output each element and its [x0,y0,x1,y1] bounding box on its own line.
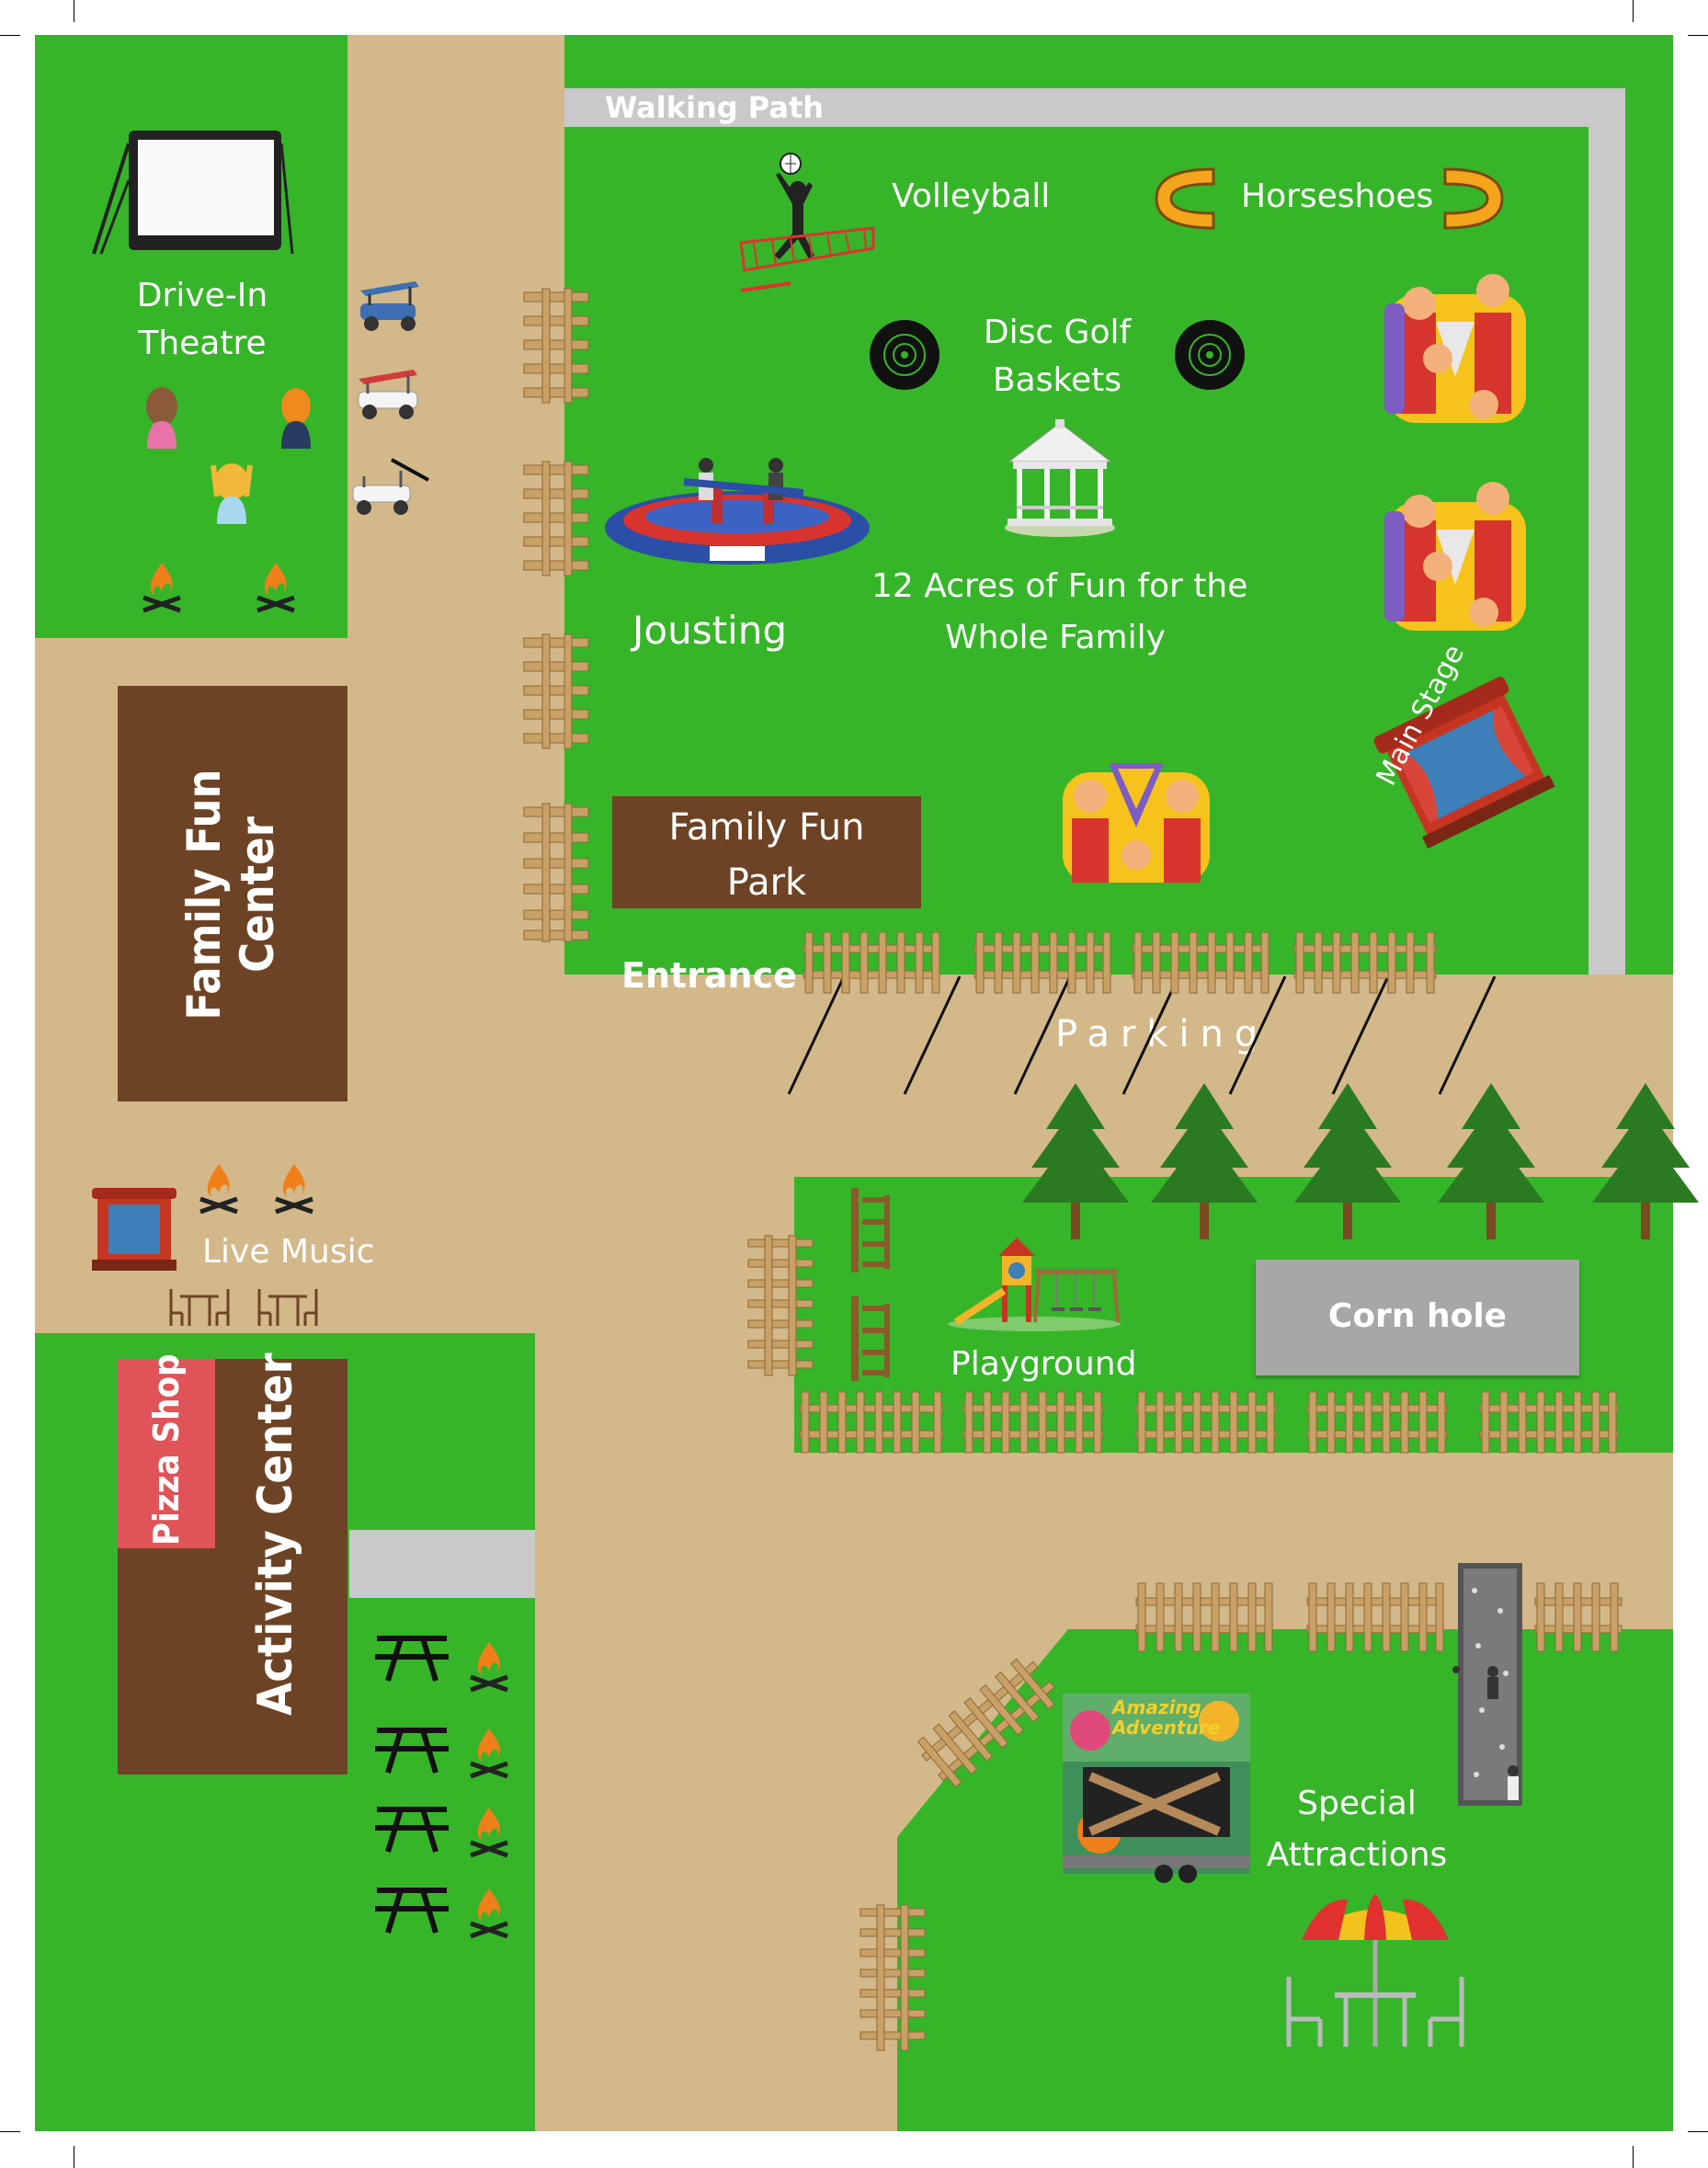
volleyball-icon [739,153,875,292]
pine-tree-icon [1151,1083,1258,1239]
fence-icon [860,1904,926,2051]
horseshoes-label: Horseshoes [1241,177,1434,215]
horseshoe-icon [1443,167,1504,230]
stage-icon [1373,677,1555,849]
pine-tree-icon [1592,1083,1699,1239]
pine-tree-icon [1022,1083,1129,1239]
climbing-wall-icon [1452,1563,1522,1806]
picnic-table-icon [375,1728,449,1774]
crop-mark [0,2131,20,2132]
playground-icon [948,1238,1121,1331]
family-fun-center-building [118,686,347,1101]
entrance-label: Entrance [621,955,797,996]
campfire-icon [470,1888,508,1939]
crop-mark [1688,2131,1708,2132]
fence-icon [799,1391,1619,1454]
stage-icon [92,1188,176,1271]
bench-icon [851,1188,890,1272]
trailer-sign: Amazing Adventure [1112,1696,1221,1739]
fence-icon [917,1658,1055,1788]
picnic-table-icon [375,1888,449,1934]
crop-mark [1688,35,1708,36]
campfire-icon [256,563,295,613]
campfire-icon [142,563,181,613]
campfire-icon [470,1642,508,1693]
horseshoe-icon [1155,167,1215,230]
tagline-label: 12 Acres of Fun for the Whole Family [871,567,1248,656]
disc-golf-basket-icon [1175,320,1245,390]
walking-path [564,88,1625,127]
family-fun-park-label: Family Fun Park [668,806,865,904]
special-attractions-label: Special Attractions [1266,1785,1448,1874]
person-icon [211,463,253,524]
corn-hole-court [1256,1260,1579,1375]
fence-icon [523,288,589,404]
jousting-label: Jousting [632,608,787,653]
pizza-shop-building [118,1359,215,1548]
fence-icon [523,633,589,749]
disc-golf-basket-icon [870,320,939,390]
person-icon [281,388,311,449]
picnic-table-icon [375,1807,449,1853]
disc-golf-label: Disc Golf Baskets [983,314,1132,399]
crop-mark [0,35,20,36]
cafe-table-icon [257,1289,318,1326]
golf-cart-icon [352,458,429,515]
pine-tree-icon [1438,1083,1544,1239]
walkway [349,1530,535,1598]
live-music-label: Live Music [202,1233,375,1271]
walking-path-label: Walking Path [605,90,825,125]
campfire-icon [470,1729,508,1779]
umbrella-table-icon [1286,1894,1464,2047]
jousting-inflatable-icon [605,458,870,565]
pine-tree-icon [1294,1083,1401,1239]
bench-icon [851,1296,890,1381]
crop-mark [1633,0,1634,22]
campfire-icon [275,1164,313,1215]
person-icon [146,387,177,449]
bounce-house-icon [1384,274,1526,423]
golf-cart-icon [358,370,418,419]
bounce-house-icon [1063,763,1210,883]
bounce-house-icon [1384,482,1526,631]
golf-cart-icon [360,281,419,331]
gazebo-icon [1005,419,1115,537]
fence-icon [803,931,1437,994]
fence-icon [523,461,589,576]
fence-icon [747,1235,814,1376]
volleyball-label: Volleyball [892,177,1051,215]
drive-in-label: Drive-In Theatre [136,277,268,362]
trailer-icon [1063,1694,1250,1883]
campfire-icon [470,1808,508,1858]
fence-icon [1135,1582,1623,1652]
picnic-table-icon [375,1636,449,1682]
playground-label: Playground [951,1345,1137,1383]
campfire-icon [199,1164,238,1215]
movie-screen-icon [92,131,294,255]
family-fun-park-sign [612,796,921,908]
fence-icon [523,803,589,942]
cafe-table-icon [169,1289,230,1326]
walking-path-vertical [1588,88,1625,975]
crop-mark [1633,2146,1634,2168]
corn-hole-label: Corn hole [1327,1297,1508,1335]
